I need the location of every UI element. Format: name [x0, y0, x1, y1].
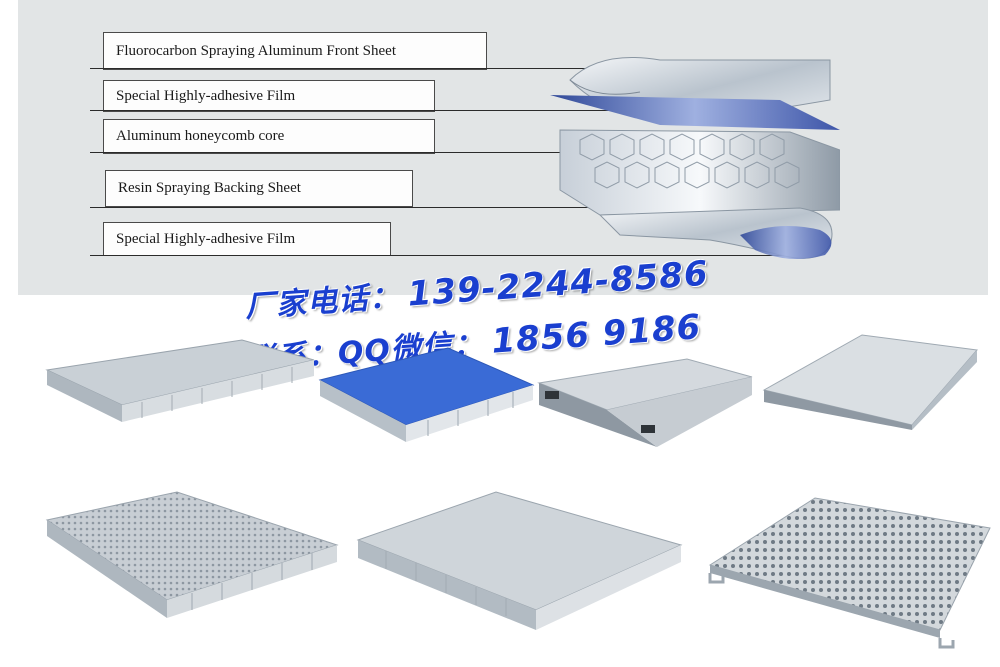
leader-line	[90, 207, 820, 208]
layer-label-text: Special Highly-adhesive Film	[116, 230, 296, 247]
product-blue-coated-panel	[318, 340, 538, 445]
layer-label-text: Aluminum honeycomb core	[116, 128, 285, 144]
honeycomb-panel-exploded-illustration	[550, 57, 840, 259]
layer-label-front-sheet: Fluorocarbon Spraying Aluminum Front She…	[103, 32, 487, 70]
product-silver-edge-folded-panel	[762, 330, 982, 430]
leader-line	[90, 255, 800, 256]
product-plain-light-gray-panel	[356, 490, 686, 635]
layer-label-backing-sheet: Resin Spraying Backing Sheet	[105, 170, 413, 207]
leader-line	[90, 68, 710, 69]
layer-label-adhesive-film-bottom: Special Highly-adhesive Film	[103, 222, 391, 256]
layer-label-text: Resin Spraying Backing Sheet	[118, 180, 301, 196]
leader-line	[90, 152, 720, 153]
factory-phone-label: 厂家电话：	[244, 279, 402, 325]
product-plain-gray-panel	[42, 330, 317, 430]
silver-edge-folded-panel-icon	[762, 334, 978, 430]
plain-gray-panel-icon	[45, 339, 315, 422]
layer-label-honeycomb-core: Aluminum honeycomb core	[103, 119, 435, 154]
layer-label-adhesive-film-top: Special Highly-adhesive Film	[103, 80, 435, 112]
layer-label-text: Fluorocarbon Spraying Aluminum Front She…	[116, 42, 396, 59]
layer-label-text: Special Highly-adhesive Film	[116, 87, 296, 104]
product-brushed-panel-with-edge-profile	[537, 355, 757, 455]
blue-coated-panel-icon	[318, 347, 535, 442]
product-perforated-ceiling-panel	[705, 490, 995, 650]
perforated-ceiling-panel-icon	[708, 497, 991, 649]
product-fine-perforated-panel	[42, 490, 342, 630]
brushed-panel-with-edge-profile-icon	[537, 358, 753, 447]
fine-perforated-panel-icon	[45, 491, 339, 618]
plain-light-gray-panel-icon	[356, 491, 683, 630]
leader-line	[90, 110, 770, 111]
